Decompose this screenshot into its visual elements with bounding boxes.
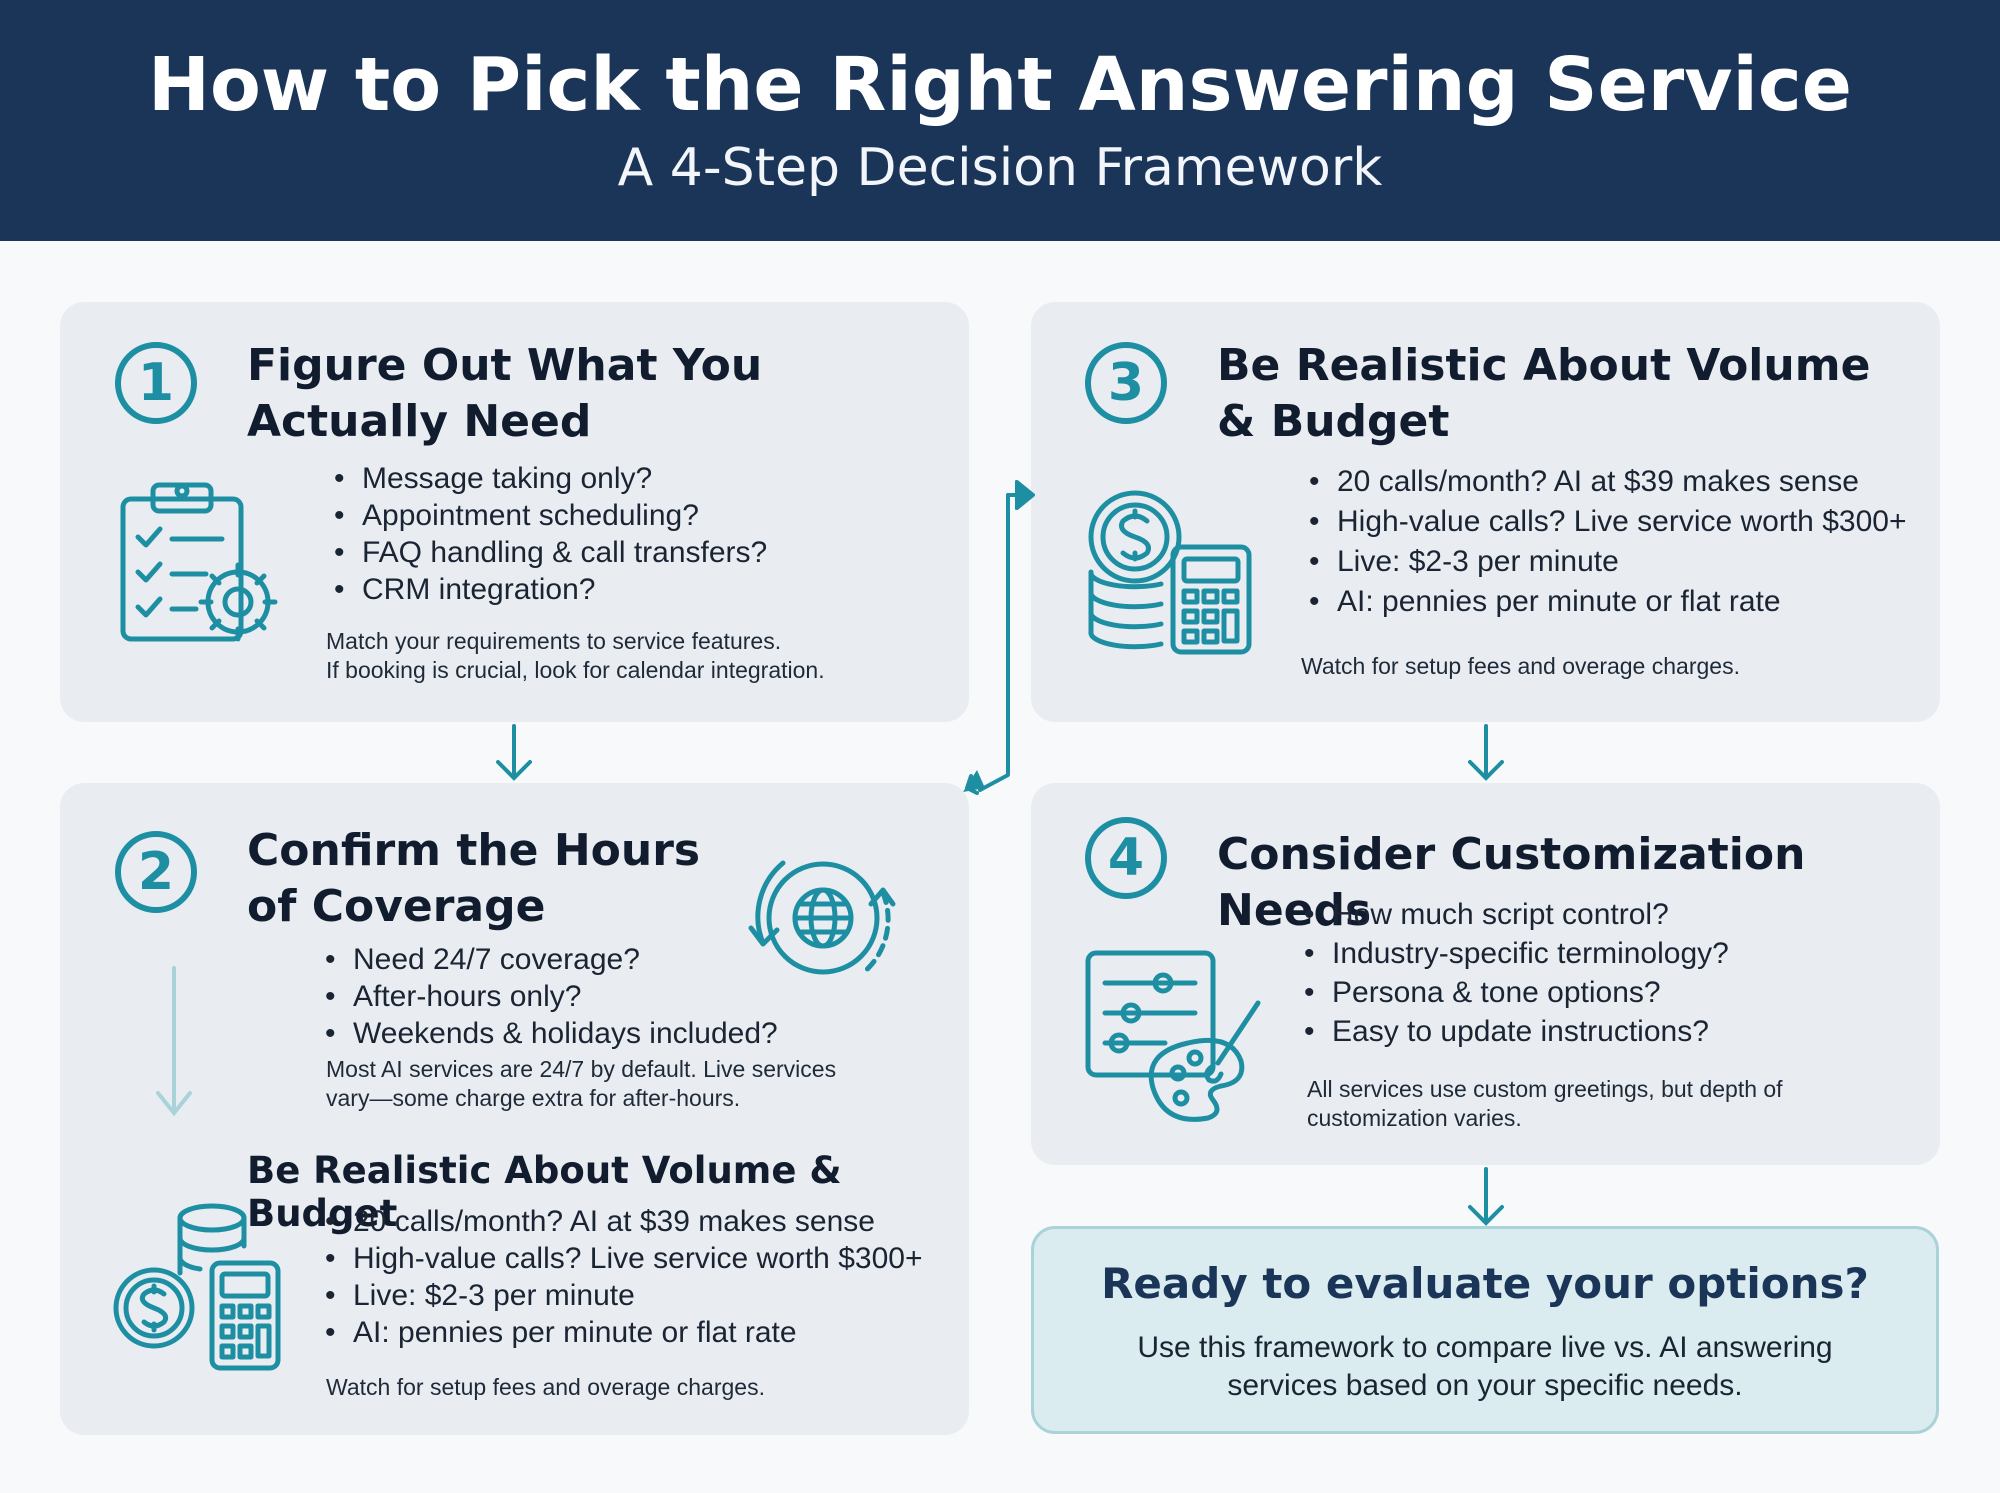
bidirectional-connector-arrow (963, 480, 1035, 795)
step-3-number: 3 (1085, 342, 1167, 424)
step-2-title: Confirm the Hours of Coverage (247, 825, 701, 932)
list-item: Persona & tone options? (1298, 973, 1729, 1012)
step-3-title: Be Realistic About Volume & Budget (1217, 340, 1871, 447)
step-1-note: Match your requirements to service featu… (326, 628, 825, 683)
step-2-number: 2 (115, 831, 197, 913)
step-1-title: Figure Out What You Actually Need (247, 340, 763, 447)
list-item: High-value calls? Live service worth $30… (319, 1240, 922, 1277)
cta-body: Use this framework to compare live vs. A… (1137, 1331, 1833, 1402)
list-item: CRM integration? (328, 571, 767, 608)
step-4-note: All services use custom greetings, but d… (1307, 1076, 1783, 1131)
step-4-bullets: How much script control? Industry-specif… (1298, 895, 1729, 1051)
coins-calculator-icon (113, 1203, 281, 1371)
list-item: After-hours only? (319, 978, 778, 1015)
list-item: 20 calls/month? AI at $39 makes sense (319, 1203, 922, 1240)
sliders-palette-icon (1085, 950, 1261, 1122)
list-item: 20 calls/month? AI at $39 makes sense (1303, 462, 1906, 502)
call-to-action-box: Ready to evaluate your options? Use this… (1031, 1226, 1939, 1434)
list-item: AI: pennies per minute or flat rate (319, 1314, 922, 1351)
page-subtitle: A 4-Step Decision Framework (617, 138, 1383, 198)
cta-title: Ready to evaluate your options? (1101, 1259, 1869, 1308)
step-1-number: 1 (115, 342, 197, 424)
faded-down-arrow (156, 966, 192, 1117)
step-2-card: 2 Confirm the Hours of Coverage Need 24/… (60, 783, 969, 1435)
step-1-bullets: Message taking only? Appointment schedul… (328, 460, 767, 608)
list-item: High-value calls? Live service worth $30… (1303, 502, 1906, 542)
list-item: Need 24/7 coverage? (319, 941, 778, 978)
step-2-bullets: Need 24/7 coverage? After-hours only? We… (319, 941, 778, 1052)
step-3-bullets: 20 calls/month? AI at $39 makes sense Hi… (1303, 462, 1906, 622)
header-banner: How to Pick the Right Answering Service … (0, 0, 2000, 241)
arrow-step1-to-step2 (496, 724, 532, 781)
clipboard-gear-icon (120, 482, 278, 642)
step-1-card: 1 Figure Out What You Actually Need Mess… (60, 302, 969, 722)
list-item: Easy to update instructions? (1298, 1012, 1729, 1051)
globe-cycle-icon (748, 860, 896, 976)
list-item: Appointment scheduling? (328, 497, 767, 534)
step-2-note: Most AI services are 24/7 by default. Li… (326, 1056, 837, 1111)
step-3-card: 3 Be Realistic About Volume & Budget 20 … (1031, 302, 1940, 722)
step-4-card: 4 Consider Customization Needs How much … (1031, 783, 1940, 1165)
step-3-note: Watch for setup fees and overage charges… (1301, 653, 1740, 679)
list-item: FAQ handling & call transfers? (328, 534, 767, 571)
list-item: Live: $2-3 per minute (1303, 542, 1906, 582)
page-title: How to Pick the Right Answering Service (148, 42, 1852, 128)
arrow-step4-to-cta (1468, 1167, 1504, 1226)
list-item: How much script control? (1298, 895, 1729, 934)
step-2-extra-bullets: 20 calls/month? AI at $39 makes sense Hi… (319, 1203, 922, 1351)
step-2-extra-note: Watch for setup fees and overage charges… (326, 1374, 765, 1400)
list-item: Message taking only? (328, 460, 767, 497)
list-item: AI: pennies per minute or flat rate (1303, 582, 1906, 622)
list-item: Industry-specific terminology? (1298, 934, 1729, 973)
arrow-step3-to-step4 (1468, 724, 1504, 781)
list-item: Live: $2-3 per minute (319, 1277, 922, 1314)
step-4-number: 4 (1085, 817, 1167, 899)
list-item: Weekends & holidays included? (319, 1015, 778, 1052)
coins-calculator-icon (1088, 490, 1252, 655)
